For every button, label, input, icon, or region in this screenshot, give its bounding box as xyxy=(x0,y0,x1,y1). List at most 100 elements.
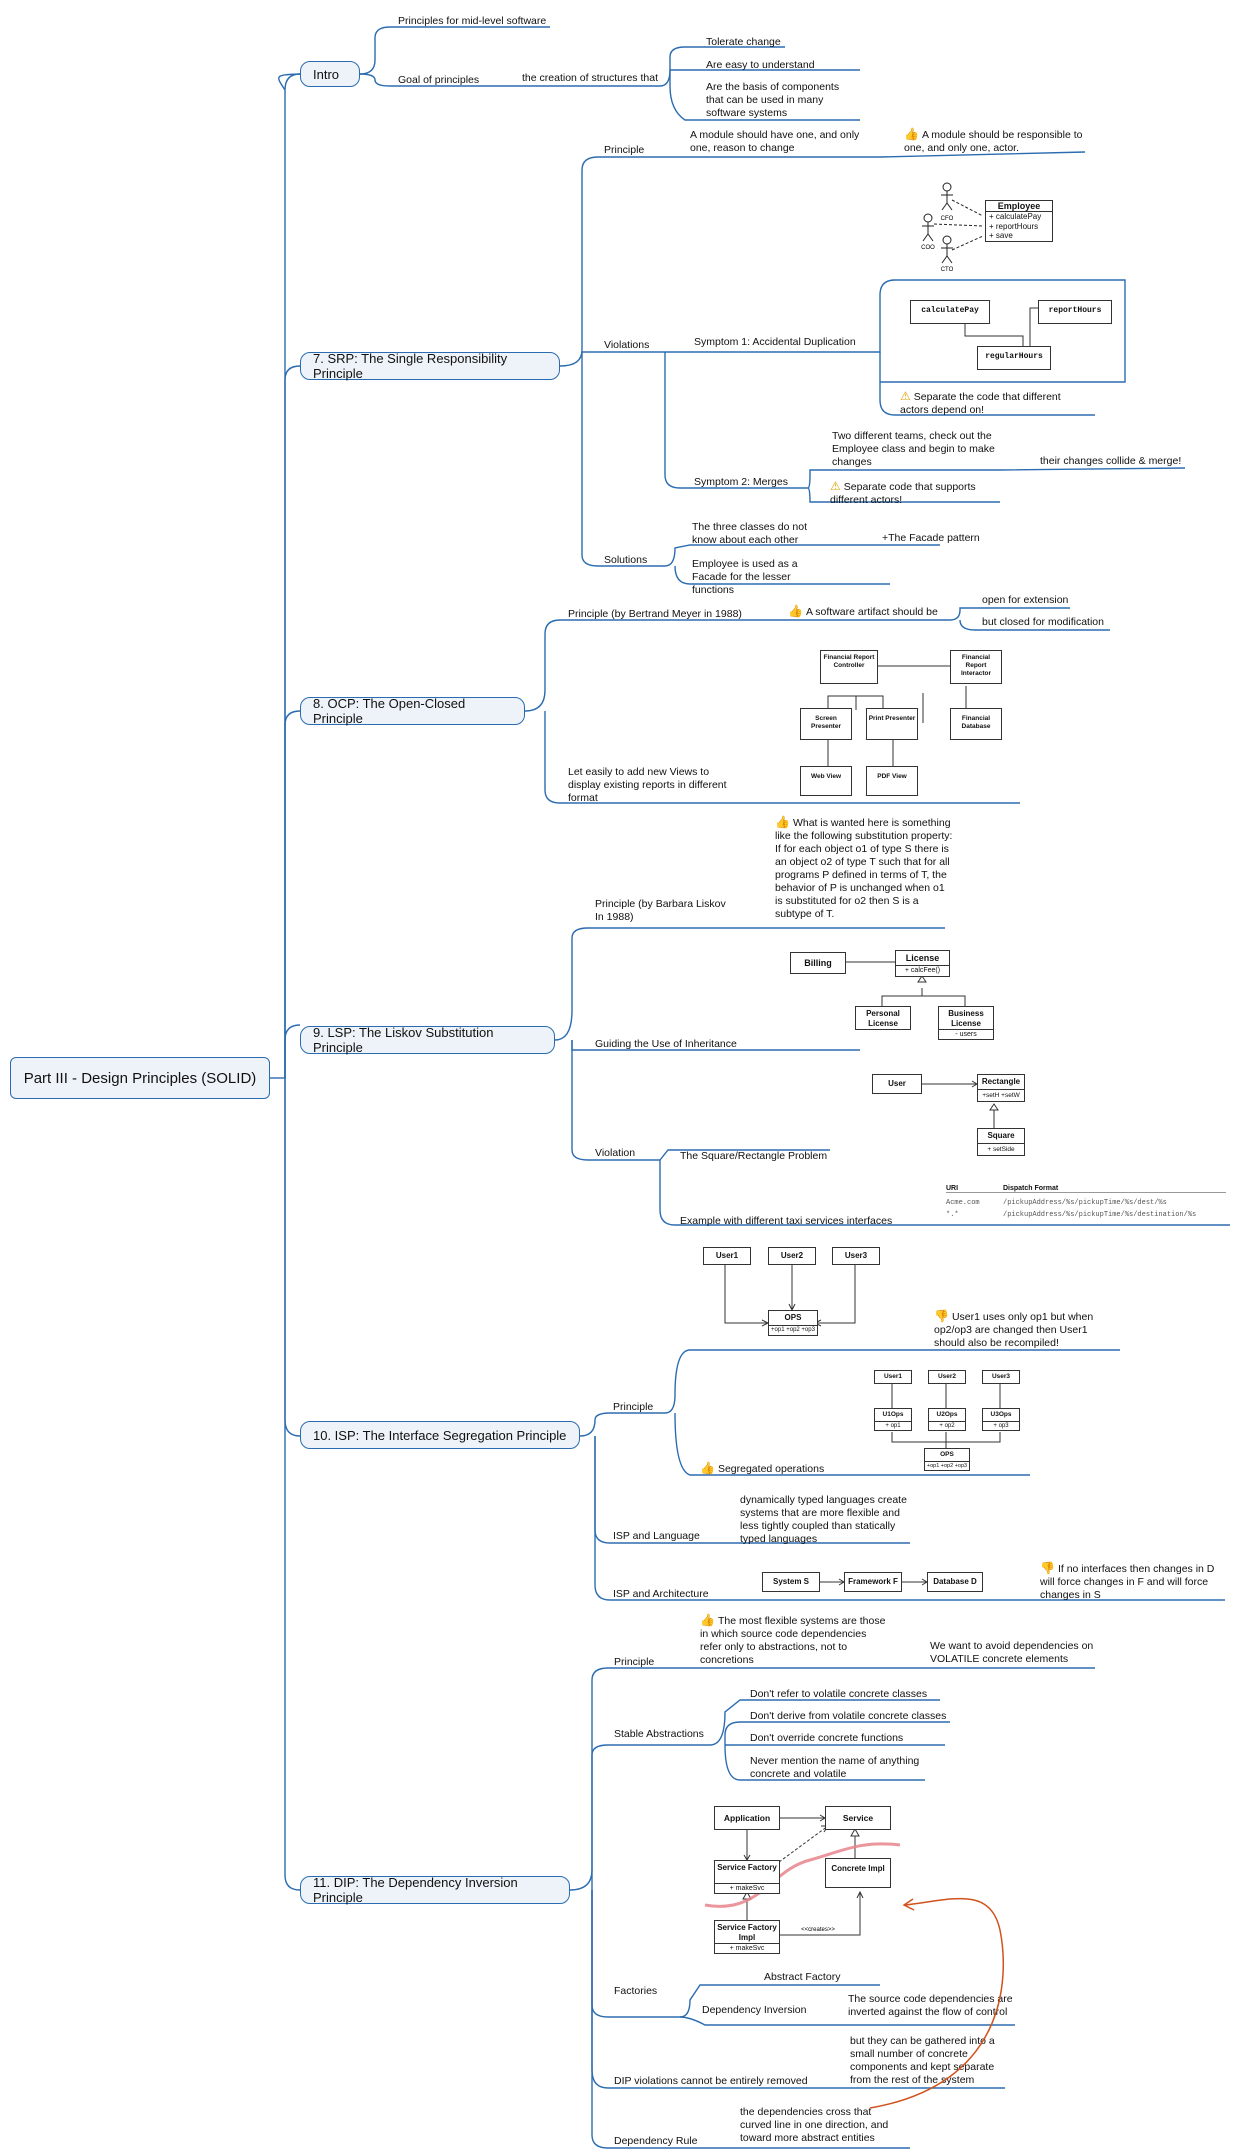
thumbs-down-icon: 👎 xyxy=(1040,1561,1055,1575)
license-box: License xyxy=(895,950,950,966)
u1ops-box: U1Ops xyxy=(874,1408,912,1422)
ocp-closed: but closed for modification xyxy=(982,616,1104,628)
ocp-artifact: 👍A software artifact should be xyxy=(788,604,938,619)
taxi-table-row2-uri: *.* xyxy=(946,1211,959,1219)
root-node[interactable]: Part III - Design Principles (SOLID) xyxy=(10,1057,270,1099)
taxi-table-header-format: Dispatch Format xyxy=(1003,1185,1059,1192)
dip-node[interactable]: 11. DIP: The Dependency Inversion Princi… xyxy=(300,1875,570,1905)
ocp-node[interactable]: 8. OCP: The Open-Closed Principle xyxy=(300,696,525,726)
dip-dependency-inversion: Dependency Inversion xyxy=(702,2004,807,2016)
intro-principles: Principles for mid-level software xyxy=(398,15,547,27)
ocp-open: open for extension xyxy=(982,594,1069,606)
seg-ops-methods: +op1 +op2 +op3 xyxy=(924,1462,970,1471)
dip-rule-4: Never mention the name of anything concr… xyxy=(750,1755,920,1780)
business-license-box: Business License xyxy=(938,1006,994,1030)
dip-stable: Stable Abstractions xyxy=(614,1728,704,1740)
calculate-pay-box: calculatePay xyxy=(910,300,990,324)
u3ops-methods: + op3 xyxy=(982,1422,1020,1431)
u2ops-methods: + op2 xyxy=(928,1422,966,1431)
seg-user2-box: User2 xyxy=(928,1370,966,1384)
dip-rule-2: Don't derive from volatile concrete clas… xyxy=(750,1710,947,1722)
system-s-box: System S xyxy=(762,1572,820,1592)
srp-node[interactable]: 7. SRP: The Single Responsibility Princi… xyxy=(300,351,560,381)
intro-item-1: Tolerate change xyxy=(706,36,781,48)
isp-principle-note: 👎User1 uses only op1 but when op2/op3 ar… xyxy=(934,1309,1094,1350)
dip-rule-3: Don't override concrete functions xyxy=(750,1732,904,1744)
service-box: Service xyxy=(825,1806,891,1830)
dip-inverted: The source code dependencies are inverte… xyxy=(848,1993,1013,2018)
creates-label: <<creates>> xyxy=(801,1927,835,1933)
dip-violations-text: but they can be gathered into a small nu… xyxy=(850,2035,995,2086)
user2-box: User2 xyxy=(768,1247,816,1265)
srp-principle-note: 👍A module should be responsible to one, … xyxy=(904,127,1083,155)
financial-report-interactor: Financial Report Interactor xyxy=(950,650,1002,684)
intro-node[interactable]: Intro xyxy=(300,61,360,87)
srp-violations: Violations xyxy=(604,339,650,351)
isp-language-text: dynamically typed languages create syste… xyxy=(740,1494,907,1545)
user3-box: User3 xyxy=(832,1247,880,1265)
dip-principle-text: 👍The most flexible systems are those in … xyxy=(700,1613,886,1667)
lsp-guiding: Guiding the Use of Inheritance xyxy=(595,1038,737,1050)
rectangle-methods: +setH +setW xyxy=(977,1090,1025,1102)
isp-node[interactable]: 10. ISP: The Interface Segregation Princ… xyxy=(300,1421,580,1449)
taxi-table-row2-format: /pickupAddress/%s/pickupTime/%s/destinat… xyxy=(1003,1211,1197,1219)
rectangle-diagram: User Rectangle +setH +setW Square + setS… xyxy=(872,1072,1032,1162)
user1-box: User1 xyxy=(703,1247,751,1265)
u2ops-box: U2Ops xyxy=(928,1408,966,1422)
employee-class: Employee xyxy=(985,200,1053,212)
srp-solution-2: Employee is used as a Facade for the les… xyxy=(692,558,798,596)
employee-methods: + calculatePay+ reportHours+ save xyxy=(985,212,1053,242)
billing-box: Billing xyxy=(790,952,846,974)
isp-segregated-diagram: User1 User2 User3 U1Ops + op1 U2Ops + op… xyxy=(870,1370,1030,1475)
isp-ops-diagram: User1 User2 User3 OPS +op1 +op2 +op3 xyxy=(700,1245,885,1340)
dip-rule-1: Don't refer to volatile concrete classes xyxy=(750,1688,928,1700)
isp-architecture: ISP and Architecture xyxy=(613,1588,709,1600)
regular-hours-box: regularHours xyxy=(977,346,1051,370)
application-box: Application xyxy=(714,1806,780,1830)
square-box: Square xyxy=(977,1128,1025,1144)
dip-dependency-rule: Dependency Rule xyxy=(614,2135,698,2147)
financial-report-controller: Financial Report Controller xyxy=(820,650,878,684)
lsp-square: The Square/Rectangle Problem xyxy=(680,1150,828,1162)
intro-item-2: Are easy to understand xyxy=(706,59,815,71)
ocp-principle: Principle (by Bertrand Meyer in 1988) xyxy=(568,608,742,620)
ocp-component-diagram: Financial Report Controller Financial Re… xyxy=(788,648,1018,798)
lsp-principle: Principle (by Barbara Liskov In 1988) xyxy=(595,898,726,923)
thumbs-up-icon: 👍 xyxy=(775,815,790,829)
lsp-node[interactable]: 9. LSP: The Liskov Substitution Principl… xyxy=(300,1025,555,1055)
srp-symptom-2-collide: their changes collide & merge! xyxy=(1040,455,1182,467)
web-view: Web View xyxy=(800,766,852,796)
service-factory-impl-methods: + makeSvc xyxy=(714,1944,780,1954)
dip-volatile: We want to avoid dependencies on VOLATIL… xyxy=(930,1640,1094,1665)
personal-license-box: Personal License xyxy=(855,1006,911,1030)
lsp-taxi: Example with different taxi services int… xyxy=(680,1215,893,1227)
taxi-table: URI Dispatch Format Acme.com /pickupAddr… xyxy=(946,1182,1231,1222)
dip-factories: Factories xyxy=(614,1985,658,1997)
srp-symptom-2-note: ⚠Separate code that supports different a… xyxy=(830,479,976,507)
actor-label-cto: CTO xyxy=(941,267,954,273)
financial-database: Financial Database xyxy=(950,708,1002,740)
warning-icon: ⚠ xyxy=(900,389,911,403)
srp-solutions: Solutions xyxy=(604,554,648,566)
seg-user3-box: User3 xyxy=(982,1370,1020,1384)
srp-principle-text: A module should have one, and only one, … xyxy=(690,129,860,154)
seg-ops-box: OPS xyxy=(924,1448,970,1462)
screen-presenter: Screen Presenter xyxy=(800,708,852,740)
srp-symptom-1-note: ⚠Separate the code that different actors… xyxy=(900,389,1061,417)
srp-solution-1: The three classes do not know about each… xyxy=(692,521,807,546)
license-diagram: Billing License + calcFee() Personal Lic… xyxy=(790,950,1000,1040)
u1ops-methods: + op1 xyxy=(874,1422,912,1431)
actor-label-cfo: CFO xyxy=(941,216,954,222)
intro-goal: Goal of principles xyxy=(398,74,480,86)
srp-principle: Principle xyxy=(604,144,645,156)
dip-abstract-factory: Abstract Factory xyxy=(764,1971,841,1983)
dip-principle: Principle xyxy=(614,1656,655,1668)
service-factory-methods: + makeSvc xyxy=(714,1884,780,1894)
square-methods: + setSide xyxy=(977,1144,1025,1156)
user-box: User xyxy=(872,1074,922,1094)
srp-symptom-2: Symptom 2: Merges xyxy=(694,476,788,488)
rectangle-box: Rectangle xyxy=(977,1074,1025,1090)
u3ops-box: U3Ops xyxy=(982,1408,1020,1422)
